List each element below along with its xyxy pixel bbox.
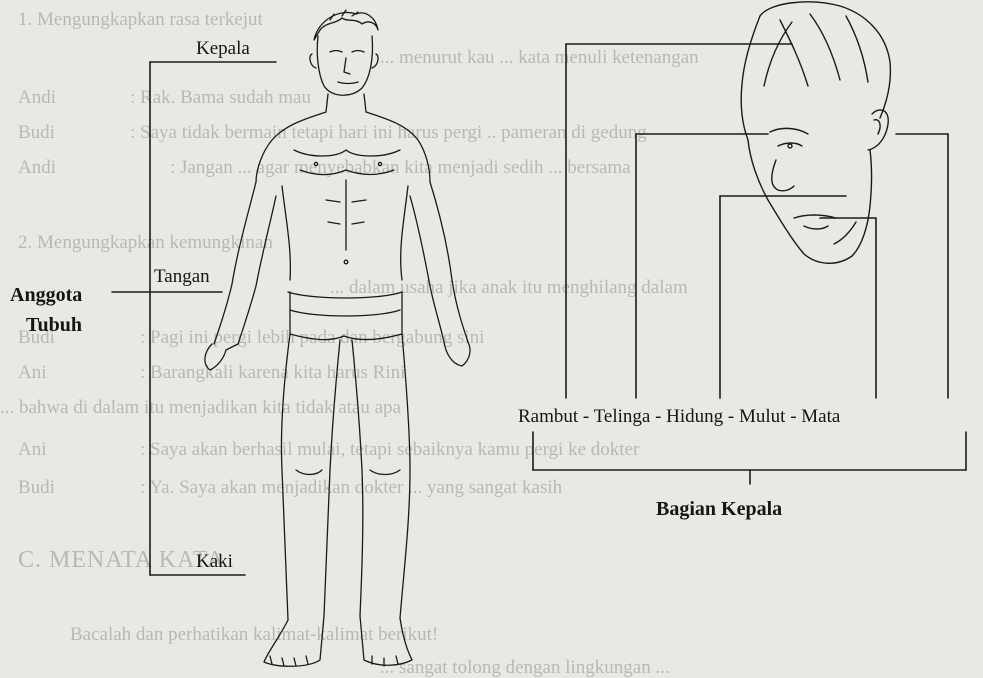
body-bracket <box>112 62 276 575</box>
body-figure <box>205 10 470 666</box>
label-bagian-kepala: Bagian Kepala <box>656 498 782 521</box>
label-tangan: Tangan <box>154 266 210 288</box>
label-kaki: Kaki <box>196 551 233 573</box>
label-tubuh: Tubuh <box>26 314 82 337</box>
label-anggota: Anggota <box>10 284 82 307</box>
label-head-parts: Rambut - Telinga - Hidung - Mulut - Mata <box>518 406 840 428</box>
head-figure <box>741 2 890 263</box>
label-kepala: Kepala <box>196 38 250 60</box>
